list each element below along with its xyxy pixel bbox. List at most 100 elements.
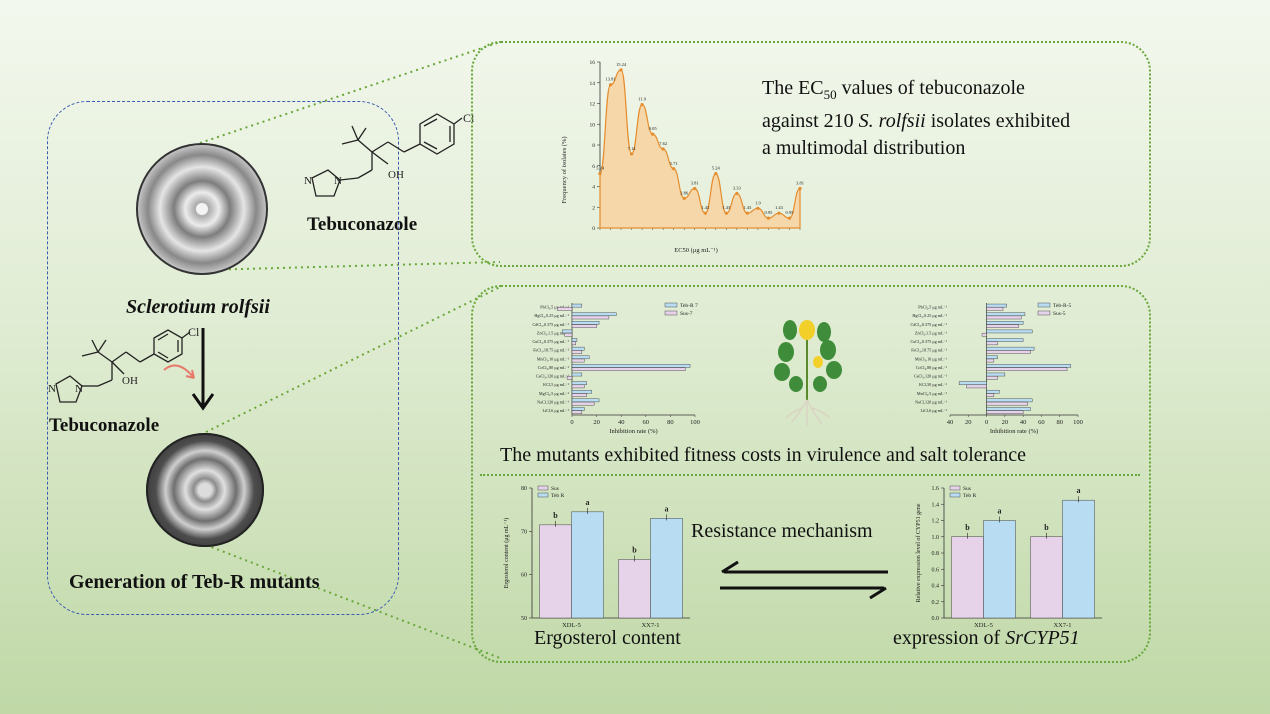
hbar-category-label: NaCl,120 μg mL⁻¹ — [537, 399, 570, 405]
hbar-bar — [571, 355, 590, 360]
ec50-point-label: 3.81 — [691, 180, 699, 185]
vbar-category-label: XX7-1 — [641, 622, 659, 628]
desc-line2-species: S. rolfsii — [858, 110, 926, 132]
hbar-bar — [986, 338, 1024, 342]
connector-top-lower — [204, 261, 501, 271]
hbar-bar — [986, 401, 1028, 406]
hbar-category-label: MnCl₂,10 μg mL⁻¹ — [915, 356, 948, 362]
ec50-ytick-label: 2 — [592, 205, 595, 211]
vbar-ytick-label: 1.6 — [932, 486, 940, 492]
vbar-significance-label: b — [965, 523, 970, 532]
vbar-ytick-label: 50 — [521, 616, 527, 622]
hbar-bar — [966, 384, 987, 389]
hbar-bar — [986, 346, 1035, 351]
hbar-bar — [986, 407, 1031, 411]
vbar-legend-label: Teb R — [551, 493, 565, 499]
expression-caption-text: expression of — [893, 627, 1006, 649]
hbar-category-label: KCl,5 μg mL⁻¹ — [543, 382, 570, 388]
compound-label-top: Tebuconazole — [307, 214, 418, 235]
hbar-xlabel: Inhibition rate (%) — [609, 428, 657, 435]
hbar-bar — [571, 410, 583, 414]
hbar-bar — [986, 329, 1033, 334]
hbar-bar — [981, 332, 987, 337]
ec50-point-label: 0.95 — [764, 210, 773, 215]
hbar-legend-swatch — [1037, 310, 1051, 316]
hbar-category-label: MgCl₂,5 μg mL⁻¹ — [539, 391, 570, 397]
hbar-xtick-label: 80 — [1056, 419, 1063, 426]
panel-divider — [480, 474, 1140, 476]
vbar-ytick-label: 60 — [521, 573, 527, 579]
ec50-xlabel: EC50 (μg mL⁻¹) — [674, 247, 718, 254]
ec50-ytick-label: 10 — [590, 122, 596, 128]
ec50-point — [693, 186, 697, 191]
ec50-point — [756, 206, 760, 210]
nitrogen-label-1: N — [334, 175, 342, 187]
vbar-bar — [983, 520, 1016, 619]
down-arrow — [191, 328, 215, 411]
vbar-ytick-label: 0.4 — [932, 584, 940, 590]
hbar-xlabel: Inhibition rate (%) — [990, 428, 1038, 435]
panel-ec50 — [471, 41, 1151, 267]
vbar-legend-swatch — [537, 492, 549, 498]
nitrogen-label-2: N — [304, 175, 312, 187]
vbar-legend-label: Sus — [963, 486, 971, 492]
vbar-category-label: XX7-1 — [1053, 622, 1071, 628]
hbar-category-label: FeCl₃,18.75 μg mL⁻¹ — [533, 348, 570, 354]
hbar-bar — [564, 332, 573, 337]
hbar-bar — [571, 393, 587, 397]
hbar-xtick-label: 40 — [618, 419, 625, 426]
desc-sub: 50 — [823, 87, 837, 102]
ec50-point — [766, 216, 771, 220]
hbar-bar — [986, 367, 1068, 371]
hbar-category-label: CuCl₂,0.375 μg mL⁻¹ — [911, 339, 948, 345]
ec50-point-label: 1.9 — [755, 200, 761, 205]
hbar-bar — [561, 329, 573, 334]
ec50-point — [672, 167, 676, 171]
hbar-xtick-label: 100 — [690, 419, 700, 426]
ec50-point-label: 9.05 — [649, 126, 658, 131]
desc-line1b: values of tebuconazole — [836, 77, 1025, 99]
hbar-legend-label: Sus-5 — [1053, 311, 1066, 317]
hbar-category-label: LiCl,6 μg mL⁻¹ — [920, 408, 947, 414]
hbar-bar — [571, 381, 587, 385]
hbar-category-label: PbCl₂,5 μg mL⁻¹ — [918, 305, 947, 311]
ec50-ytick-label: 14 — [590, 81, 596, 87]
vbar-legend-swatch — [949, 485, 961, 491]
fitness-caption: The mutants exhibited fitness costs in v… — [500, 444, 1026, 466]
hbar-bar — [986, 398, 1033, 403]
hbar-legend-swatch — [664, 302, 678, 308]
hbar-bar — [571, 315, 610, 320]
vbar-ytick-label: 80 — [521, 486, 527, 492]
hbar-category-label: CoCl₂,80 μg mL⁻¹ — [538, 365, 570, 371]
hbar-xtick-label: 20 — [593, 419, 600, 426]
hbar-bar — [986, 376, 998, 380]
ec50-description: The EC50 values of tebuconazole against … — [762, 75, 1070, 162]
ec50-ytick-label: 0 — [592, 226, 595, 232]
ec50-point-label: 11.9 — [638, 97, 646, 102]
ec50-point — [745, 211, 749, 215]
hbar-category-label: PbCl₂,5 μg mL⁻¹ — [540, 305, 569, 311]
generation-label: Generation of Teb-R mutants — [69, 571, 320, 593]
hbar-category-label: ZnCl₂,1.5 μg mL⁻¹ — [537, 330, 570, 336]
ec50-ytick-label: 12 — [590, 102, 596, 108]
hbar-category-label: CdCl₂,0.375 μg mL⁻¹ — [533, 322, 570, 328]
hbar-bar — [571, 398, 600, 403]
desc-line2a: against 210 — [762, 110, 859, 132]
peanut-plant-illustration — [774, 320, 842, 426]
connector-bottom-lower — [205, 544, 501, 659]
hbar-bar — [571, 324, 597, 328]
hbar-xtick-label: 20 — [965, 419, 972, 426]
ec50-point — [714, 172, 718, 176]
hbar-bar — [571, 389, 592, 394]
vbar-significance-label: b — [1044, 523, 1049, 532]
ec50-point-label: 5.24 — [596, 166, 605, 171]
ec50-points: 5.2413.8115.247.1411.99.057.625.712.863.… — [596, 62, 804, 220]
vbar-ytick-label: 1.4 — [932, 502, 940, 508]
vbar-significance-label: a — [665, 504, 669, 513]
vbar-category-label: XDL-5 — [562, 622, 581, 628]
hbar-xtick-label: 100 — [1073, 419, 1083, 426]
hbar-legend-label: Teb-R-5 — [1053, 303, 1071, 309]
ec50-point-label: 15.24 — [616, 62, 627, 67]
hbar-bar — [986, 410, 1024, 414]
